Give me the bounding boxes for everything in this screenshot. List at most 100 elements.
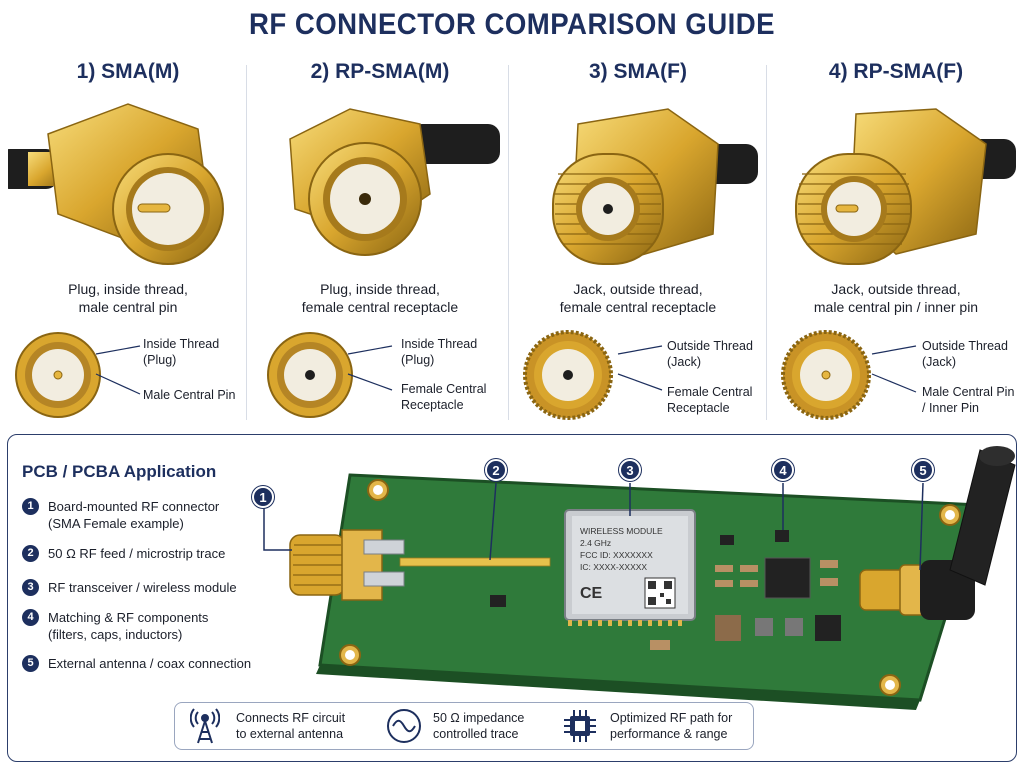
desc-line: female central receptacle bbox=[301, 299, 459, 315]
footer-feature-text: Connects RF circuit to external antenna bbox=[236, 710, 345, 742]
footer-feature-text: 50 Ω impedance controlled trace bbox=[433, 710, 524, 742]
connector-card-rp-sma-female: 4) RP-SMA(F) Jack, outside thread, male … bbox=[768, 60, 1024, 425]
footer-line: Connects RF circuit bbox=[236, 711, 346, 725]
page-title: RF CONNECTOR COMPARISON GUIDE bbox=[248, 8, 776, 41]
callout-leaders bbox=[263, 482, 924, 571]
legend-text: RF transceiver / wireless module bbox=[48, 580, 237, 595]
sma-female-connector-illustration bbox=[552, 108, 758, 265]
label-line: Outside Thread bbox=[922, 339, 1008, 353]
label-line: (Jack) bbox=[922, 355, 957, 369]
number-badge: 5 bbox=[22, 655, 39, 672]
footer-line: to external antenna bbox=[236, 727, 344, 741]
antenna-tower-icon bbox=[190, 708, 220, 744]
column-divider bbox=[766, 65, 767, 420]
sma-female-face-illustration bbox=[523, 330, 613, 420]
qr-code-icon bbox=[644, 577, 676, 609]
callout-thread-label: Outside Thread (Jack) bbox=[667, 338, 753, 370]
callout-pin-label: Male Central Pin bbox=[143, 387, 235, 403]
board-badge-4: 4 bbox=[772, 459, 794, 481]
number-badge: 2 bbox=[22, 545, 39, 562]
label-line: Receptacle bbox=[401, 398, 464, 412]
leader-lines bbox=[871, 345, 917, 393]
connector-description: Jack, outside thread, male central pin /… bbox=[778, 280, 1014, 316]
desc-line: Plug, inside thread, bbox=[320, 281, 440, 297]
footer-line: controlled trace bbox=[433, 727, 519, 741]
ce-mark: CE bbox=[580, 585, 603, 602]
column-divider bbox=[246, 65, 247, 420]
connector-heading: 3) SMA(F) bbox=[589, 60, 687, 83]
callout-thread-label: Inside Thread (Plug) bbox=[401, 336, 477, 368]
leader-lines bbox=[95, 345, 141, 395]
callout-pin-label: Female Central Receptacle bbox=[667, 384, 752, 416]
board-badge-2: 2 bbox=[485, 459, 507, 481]
pcb-board-illustration: WIRELESS MODULE 2.4 GHz FCC ID: XXXXXXX … bbox=[263, 446, 1016, 710]
legend-text: 50 Ω RF feed / microstrip trace bbox=[48, 546, 226, 561]
callout-pin-label: Female Central Receptacle bbox=[401, 381, 486, 413]
feature-footer bbox=[174, 702, 754, 750]
label-line: Male Central Pin bbox=[922, 385, 1015, 399]
wireless-module: WIRELESS MODULE 2.4 GHz FCC ID: XXXXXXX … bbox=[564, 509, 696, 626]
label-line: Receptacle bbox=[667, 401, 730, 415]
legend-item-5: 5 External antenna / coax connection bbox=[22, 655, 251, 672]
footer-line: performance & range bbox=[610, 727, 728, 741]
legend-text: Matching & RF components bbox=[48, 610, 209, 625]
desc-line: male central pin / inner pin bbox=[813, 299, 979, 315]
module-text: IC: XXXX-XXXXX bbox=[580, 562, 647, 572]
connector-card-sma-female: 3) SMA(F) Jack, outside thread, female c… bbox=[510, 60, 766, 425]
connector-card-rp-sma-male: 2) RP-SMA(M) Plug, inside thread, female… bbox=[252, 60, 508, 425]
connector-heading: 4) RP-SMA(F) bbox=[828, 60, 964, 83]
rf-components bbox=[490, 530, 841, 650]
label-line: Female Central bbox=[401, 382, 487, 396]
sma-male-face-illustration bbox=[15, 332, 101, 418]
legend-text: (SMA Female example) bbox=[48, 516, 184, 531]
connector-heading: 1) SMA(M) bbox=[76, 60, 180, 83]
legend-text: Board-mounted RF connector bbox=[48, 499, 220, 514]
module-text: FCC ID: XXXXXXX bbox=[580, 550, 653, 560]
connector-card-sma-male: 1) SMA(M) Plug, inside thread, male cent… bbox=[0, 60, 256, 425]
rp-sma-female-connector-illustration bbox=[795, 108, 1016, 265]
chip-icon bbox=[564, 710, 596, 742]
label-line: Female Central bbox=[667, 385, 753, 399]
sma-male-connector-illustration bbox=[8, 103, 224, 265]
board-badge-5: 5 bbox=[912, 459, 934, 481]
microstrip-trace bbox=[399, 557, 551, 567]
callout-thread-label: Inside Thread (Plug) bbox=[143, 336, 219, 368]
callout-pin-label: Male Central Pin / Inner Pin bbox=[922, 384, 1014, 416]
leader-lines bbox=[617, 345, 663, 391]
legend-item-3: 3 RF transceiver / wireless module bbox=[22, 579, 237, 596]
number-badge: 3 bbox=[22, 579, 39, 596]
board-badge-3: 3 bbox=[619, 459, 641, 481]
connector-heading: 2) RP-SMA(M) bbox=[310, 60, 450, 83]
desc-line: Jack, outside thread, bbox=[573, 281, 703, 297]
legend-item-2: 2 50 Ω RF feed / microstrip trace bbox=[22, 545, 225, 562]
pcb-section-title: PCB / PCBA Application bbox=[22, 462, 217, 481]
label-line: (Plug) bbox=[401, 353, 435, 367]
callout-thread-label: Outside Thread (Jack) bbox=[922, 338, 1008, 370]
footer-line: Optimized RF path for bbox=[610, 711, 733, 725]
label-line: Inside Thread bbox=[401, 337, 478, 351]
legend-text: External antenna / coax connection bbox=[48, 656, 252, 671]
label-line: Outside Thread bbox=[667, 339, 753, 353]
footer-line: 50 Ω impedance bbox=[433, 711, 525, 725]
label-line: (Jack) bbox=[667, 355, 702, 369]
footer-feature-text: Optimized RF path for performance & rang… bbox=[610, 710, 732, 742]
antenna-icon bbox=[920, 446, 1016, 620]
rp-sma-male-connector-illustration bbox=[289, 108, 500, 256]
legend-item-4: 4 Matching & RF components (filters, caps… bbox=[22, 609, 208, 643]
legend-item-1: 1 Board-mounted RF connector(SMA Female … bbox=[22, 498, 219, 532]
board-sma-connector bbox=[289, 529, 405, 601]
label-line: Male Central Pin bbox=[143, 388, 236, 402]
label-line: Inside Thread bbox=[143, 337, 220, 351]
label-line: / Inner Pin bbox=[922, 401, 979, 415]
connector-description: Plug, inside thread, female central rece… bbox=[262, 280, 498, 316]
leader-lines bbox=[347, 345, 393, 391]
desc-line: Jack, outside thread, bbox=[831, 281, 961, 297]
desc-line: male central pin bbox=[78, 299, 178, 315]
legend-text: (filters, caps, inductors) bbox=[48, 627, 183, 642]
rp-sma-male-face-illustration bbox=[267, 332, 353, 418]
label-line: (Plug) bbox=[143, 353, 177, 367]
number-badge: 4 bbox=[22, 609, 39, 626]
connector-description: Plug, inside thread, male central pin bbox=[10, 280, 246, 316]
rp-sma-female-face-illustration bbox=[781, 330, 871, 420]
desc-line: female central receptacle bbox=[559, 299, 717, 315]
